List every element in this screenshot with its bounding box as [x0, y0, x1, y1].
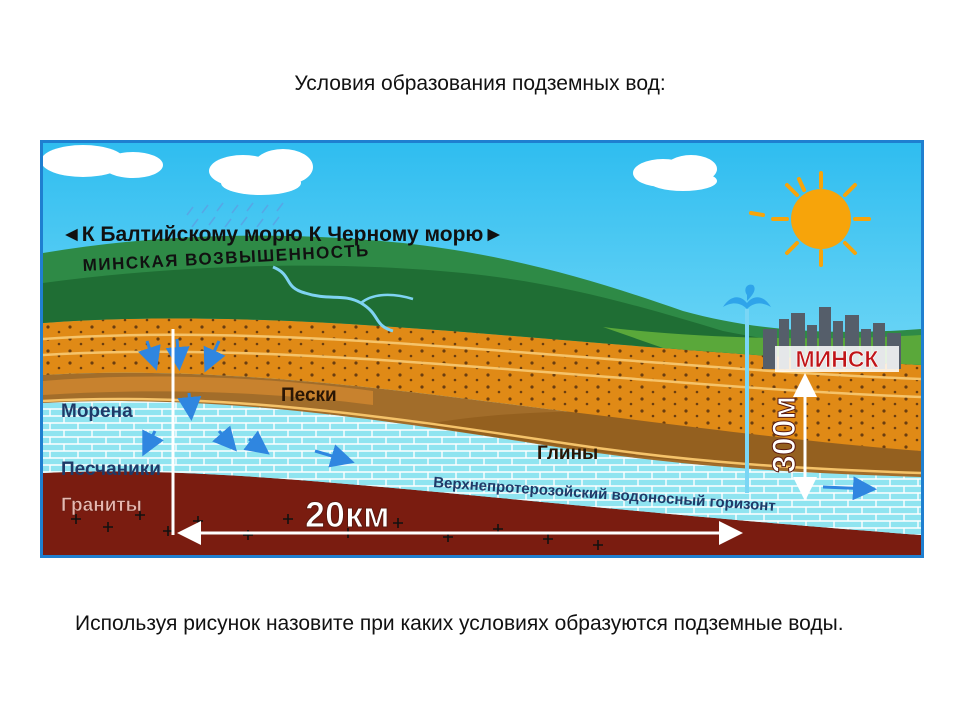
moraine-label: Морена: [61, 401, 133, 422]
infiltration-arrows: [137, 338, 877, 501]
direction-label: ◄К Балтийскому морю К Черному морю►: [61, 223, 504, 246]
river: [272, 265, 394, 333]
cloud-left-icon: [43, 145, 163, 178]
granite-label: Граниты: [61, 495, 142, 516]
page-title: Условия образования подземных вод:: [294, 72, 666, 95]
sun-icon: [749, 171, 871, 267]
depth-label: 300м: [766, 396, 802, 473]
sandstone-label: Песчаники: [61, 459, 161, 480]
city-label: МИНСК: [796, 346, 880, 372]
sand-texture: [43, 318, 921, 451]
distance-label: 20км: [305, 494, 390, 535]
moraine-layer: [43, 376, 373, 405]
cloud-right-icon: [633, 155, 717, 191]
clay-label: Глины: [537, 443, 598, 464]
river-branch: [360, 293, 414, 305]
cloud-middle-icon: [209, 149, 313, 195]
city-label-background: [775, 346, 899, 372]
question-caption: Используя рисунок назовите при каких усл…: [75, 612, 844, 635]
fountain-icon: [723, 284, 771, 309]
groundwater-diagram: МИНСК 20км 300м ◄К Балтийскому мор: [40, 140, 924, 558]
sand-label: Пески: [281, 385, 337, 406]
